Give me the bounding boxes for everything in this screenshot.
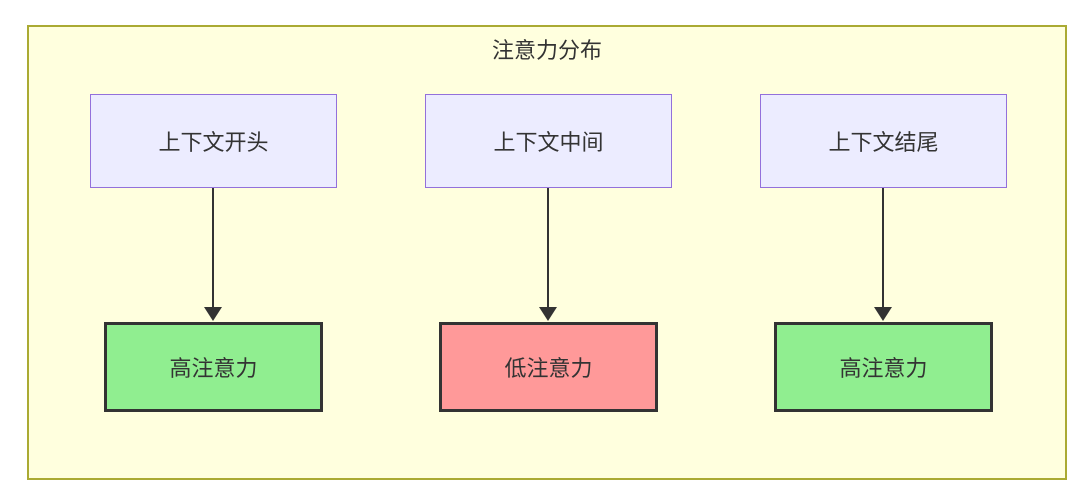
arrow-shaft	[212, 188, 214, 308]
node-context-end: 上下文结尾	[760, 94, 1007, 188]
arrow-head-icon	[874, 307, 892, 321]
diagram-title: 注意力分布	[491, 38, 602, 63]
arrow-shaft	[882, 188, 884, 308]
node-attention-low: 低注意力	[439, 322, 658, 412]
node-context-start: 上下文开头	[90, 94, 337, 188]
arrow-head-icon	[204, 307, 222, 321]
node-attention-high-1: 高注意力	[104, 322, 323, 412]
node-context-middle: 上下文中间	[425, 94, 672, 188]
arrow-shaft	[547, 188, 549, 308]
arrow-head-icon	[539, 307, 557, 321]
node-attention-high-2: 高注意力	[774, 322, 993, 412]
